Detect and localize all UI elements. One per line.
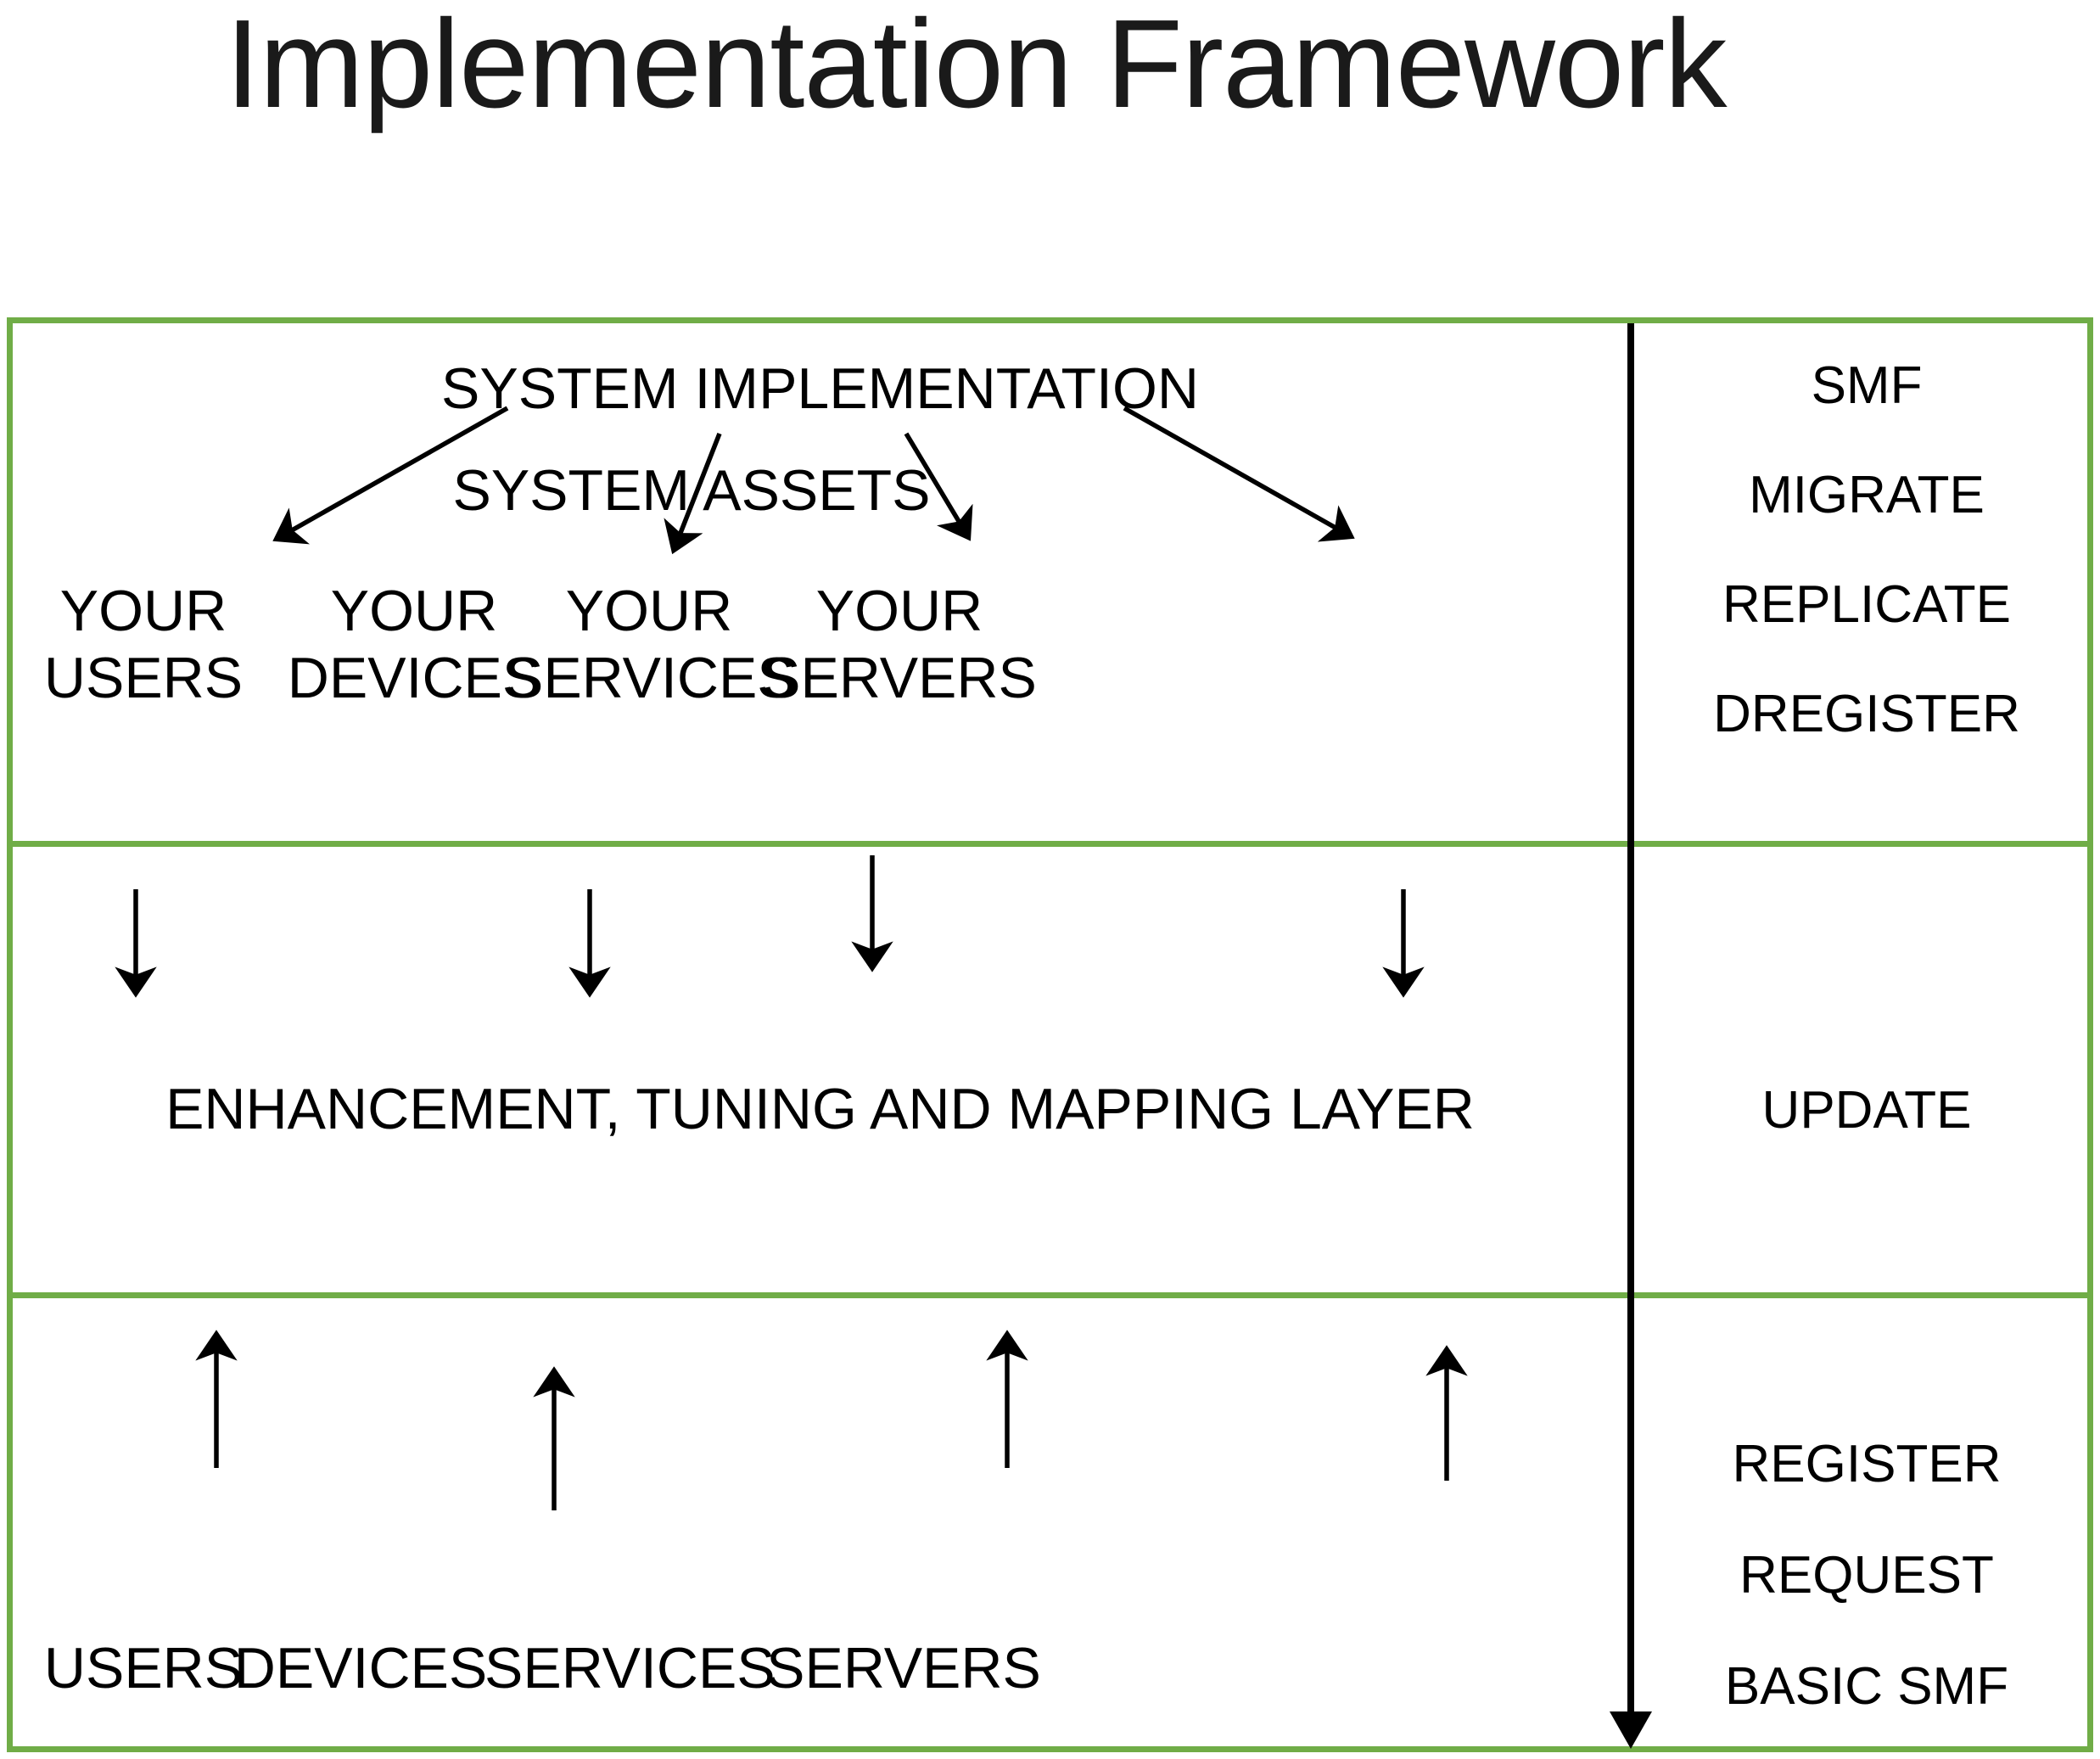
downward-flow-arrows bbox=[115, 855, 1425, 998]
framework-container: SYSTEM IMPLEMENTATION SYSTEM ASSETS bbox=[7, 317, 2093, 1752]
smf-item-smf: SMF bbox=[1811, 356, 1923, 415]
smf-item-basic-smf: BASIC SMF bbox=[1724, 1657, 2009, 1716]
basic-item-devices: DEVICES bbox=[233, 1636, 488, 1700]
smf-item-request: REQUEST bbox=[1739, 1546, 1994, 1605]
enhancement-layer-label: ENHANCEMENT, TUNING AND MAPPING LAYER bbox=[165, 1077, 1475, 1141]
smf-item-migrate: MIGRATE bbox=[1749, 466, 1985, 524]
upward-flow-arrows bbox=[195, 1330, 1468, 1510]
asset-services-line2: SERVICES bbox=[505, 645, 796, 710]
asset-column-servers: YOUR SERVERS bbox=[755, 578, 1044, 712]
basic-capability-section: USERS DEVICES SERVICES SERVERS BASIC CAP… bbox=[13, 1298, 2087, 1732]
smf-item-dregister: DREGISTER bbox=[1713, 685, 2020, 743]
asset-devices-line2: DEVICES bbox=[287, 645, 541, 710]
system-implementation-section: SYSTEM IMPLEMENTATION SYSTEM ASSETS bbox=[13, 323, 2087, 841]
row-divider-top bbox=[13, 841, 2087, 847]
asset-column-devices: YOUR DEVICES bbox=[270, 578, 558, 712]
smf-item-register: REGISTER bbox=[1732, 1435, 2002, 1493]
asset-users-line1: YOUR bbox=[59, 579, 227, 643]
asset-column-users: YOUR USERS bbox=[0, 578, 288, 712]
system-implementation-heading: SYSTEM IMPLEMENTATION bbox=[441, 356, 1199, 421]
smf-middle-list: UPDATE bbox=[1634, 1080, 2099, 1140]
asset-users-line2: USERS bbox=[43, 645, 244, 710]
asset-servers-line1: YOUR bbox=[815, 579, 983, 643]
asset-servers-line2: SERVERS bbox=[762, 645, 1037, 710]
column-separator-arrowhead-icon bbox=[1610, 1711, 1652, 1749]
asset-devices-line1: YOUR bbox=[330, 579, 498, 643]
basic-item-services: SERVICES bbox=[484, 1636, 776, 1700]
page-title: Implementation Framework bbox=[225, 0, 1727, 134]
smf-item-replicate: REPLICATE bbox=[1722, 575, 2011, 634]
basic-item-users: USERS bbox=[43, 1636, 244, 1700]
basic-item-servers: SERVERS bbox=[766, 1636, 1041, 1700]
asset-column-services: YOUR SERVICES bbox=[505, 578, 796, 712]
smf-bottom-list: REGISTER REQUEST BASIC SMF bbox=[1634, 1434, 2099, 1759]
system-assets-subheading: SYSTEM ASSETS bbox=[452, 458, 931, 523]
smf-top-list: SMF MIGRATE REPLICATE DREGISTER bbox=[1634, 356, 2099, 793]
smf-item-update: UPDATE bbox=[1761, 1081, 1972, 1140]
enhancement-layer-section: ENHANCEMENT, TUNING AND MAPPING LAYER UP… bbox=[13, 847, 2087, 1292]
row-divider-bottom bbox=[13, 1292, 2087, 1298]
column-separator-line bbox=[1627, 323, 1634, 1732]
asset-services-line1: YOUR bbox=[565, 579, 733, 643]
